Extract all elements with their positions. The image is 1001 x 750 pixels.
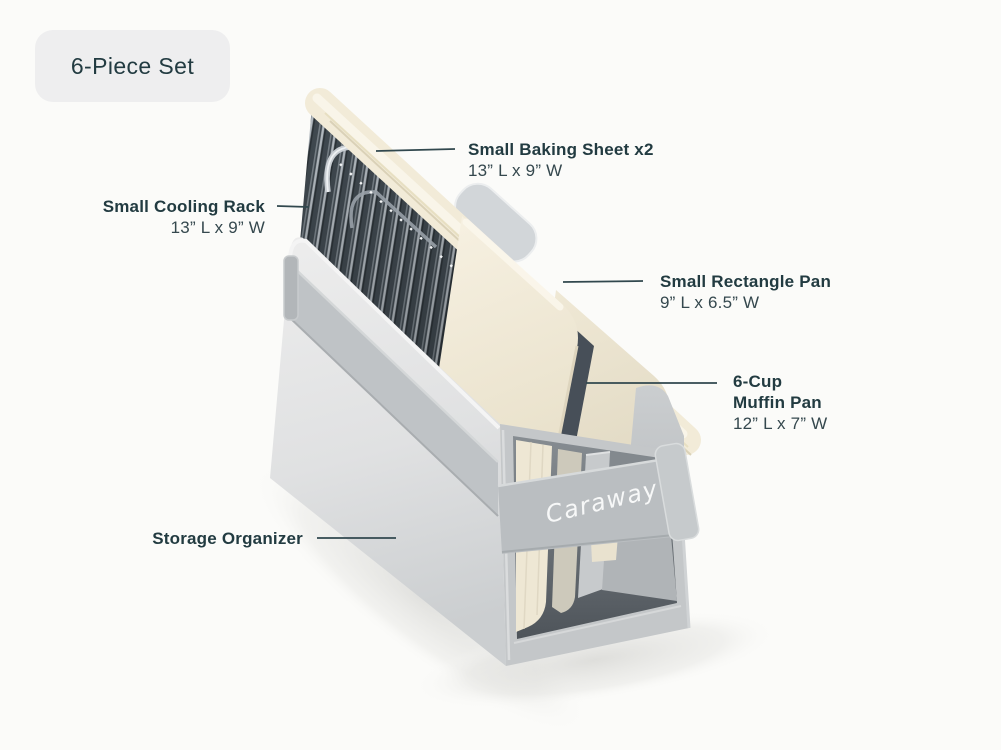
storage-strap-front: Caraway (497, 442, 700, 554)
rack-wire-tips (339, 163, 649, 447)
set-badge: 6-Piece Set (35, 30, 230, 102)
callout-small-baking-sheet: Small Baking Sheet x2 13” L x 9” W (468, 139, 654, 181)
callout-small-rectangle-pan: Small Rectangle Pan 9” L x 6.5” W (660, 271, 831, 313)
callout-title: Muffin Pan (733, 393, 822, 412)
callout-dims: 12” L x 7” W (733, 414, 828, 433)
callout-dims: 13” L x 9” W (170, 218, 265, 237)
organizer-top-piping (288, 238, 501, 430)
leader-line-baking-sheet (375, 148, 456, 152)
callout-title: 6-Cup (733, 372, 783, 391)
callout-muffin-pan: 6-Cup Muffin Pan 12” L x 7” W (733, 371, 827, 434)
callout-title: Small Baking Sheet x2 (468, 140, 654, 159)
callout-dims: 13” L x 9” W (468, 161, 563, 180)
rack-frame-inner (349, 190, 438, 249)
set-badge-label: 6-Piece Set (70, 52, 195, 79)
storage-strap-left (283, 255, 499, 517)
callout-title: Small Rectangle Pan (660, 272, 832, 291)
strap-velcro-tab (654, 442, 700, 542)
leader-line-rectangle-pan (562, 280, 644, 283)
slot-floor (602, 525, 677, 601)
callout-title: Small Cooling Rack (102, 197, 265, 216)
bottom-stitch-line (513, 605, 682, 644)
leader-line-cooling-rack (276, 205, 310, 208)
strap-end-tab (283, 255, 299, 321)
leader-lines (276, 148, 717, 539)
callout-title: Storage Organizer (152, 529, 303, 548)
callout-storage-organizer: Storage Organizer (83, 528, 303, 549)
callout-dims: 9” L x 6.5” W (660, 293, 760, 312)
callout-small-cooling-rack: Small Cooling Rack 13” L x 9” W (45, 196, 265, 238)
